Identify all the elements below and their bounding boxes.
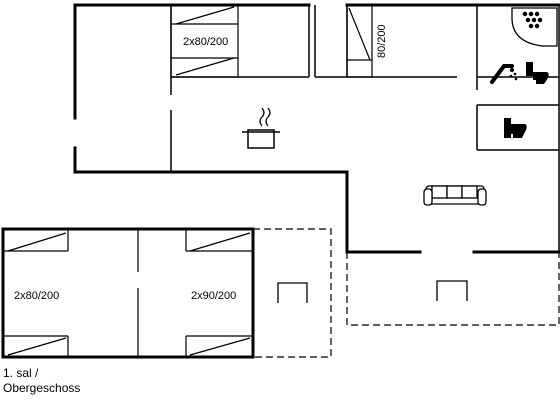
label-upper-right-bed: 80/200: [376, 24, 388, 58]
label-lower-right-bed: 2x90/200: [191, 290, 236, 302]
bed-upper-left: [170, 4, 239, 78]
bed-lower-left: [3, 229, 69, 357]
toilet-icon: [504, 118, 527, 138]
label-lower-left-bed: 2x80/200: [14, 290, 59, 302]
caption-line-1: 1. sal /: [3, 366, 39, 380]
whirlpool-icon: [511, 7, 558, 47]
lower-walls: [1, 227, 255, 359]
toilet-icon: [526, 62, 549, 84]
label-upper-left-bed: 2x80/200: [183, 36, 228, 48]
shower-icon: [490, 64, 518, 84]
caption-line-2: Obergeschoss: [3, 381, 81, 395]
sofa-icon: [423, 185, 487, 206]
pot-icon: [242, 107, 280, 149]
bed-lower-right: [185, 229, 253, 357]
bed-upper-right: [346, 4, 373, 78]
chair-icon: [436, 280, 468, 301]
chair-icon: [277, 282, 308, 303]
floor-caption: 1. sal / Obergeschoss: [3, 366, 80, 396]
interior-walls: [170, 5, 560, 252]
upper-walls: [73, 3, 560, 254]
balcony-lower: [253, 228, 332, 358]
balcony-upper: [346, 252, 560, 326]
